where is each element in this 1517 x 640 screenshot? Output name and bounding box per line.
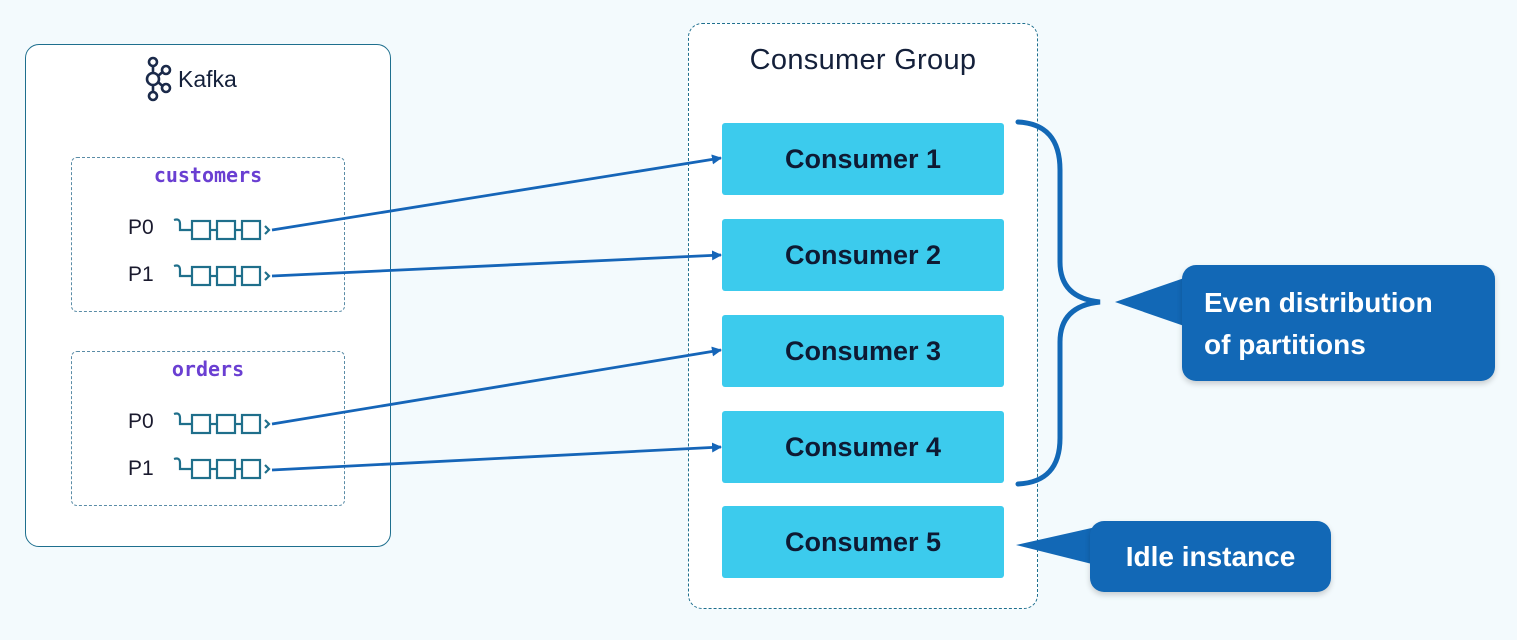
topic-box-orders: [71, 351, 345, 506]
callout-pointer: [1115, 276, 1190, 328]
topic-name-customers: customers: [153, 163, 263, 187]
consumer-group-title: Consumer Group: [749, 44, 977, 76]
partition-queue-icon: [173, 457, 271, 480]
kafka-logo-icon: [142, 56, 172, 102]
idle-instance-callout: Idle instance: [1090, 521, 1331, 592]
consumer-5-box: Consumer 5: [722, 506, 1004, 578]
partition-queue-icon: [173, 264, 271, 287]
topic-name-orders: orders: [171, 357, 245, 381]
kafka-label: Kafka: [178, 65, 237, 92]
kafka-header: Kafka: [142, 56, 237, 102]
topic-box-customers: [71, 157, 345, 312]
partition-label: P0: [128, 410, 154, 433]
callout-line: Even distribution: [1204, 287, 1433, 318]
partition-label: P1: [128, 457, 154, 480]
consumer-1-box: Consumer 1: [722, 123, 1004, 195]
consumer-2-box: Consumer 2: [722, 219, 1004, 291]
partition-label: P1: [128, 263, 154, 286]
partition-queue-icon: [173, 218, 271, 241]
partition-label: P0: [128, 216, 154, 239]
partition-queue-icon: [173, 412, 271, 435]
consumer-4-box: Consumer 4: [722, 411, 1004, 483]
even-distribution-callout: Even distribution of partitions: [1182, 265, 1495, 381]
consumer-3-box: Consumer 3: [722, 315, 1004, 387]
callout-line: of partitions: [1204, 329, 1366, 360]
